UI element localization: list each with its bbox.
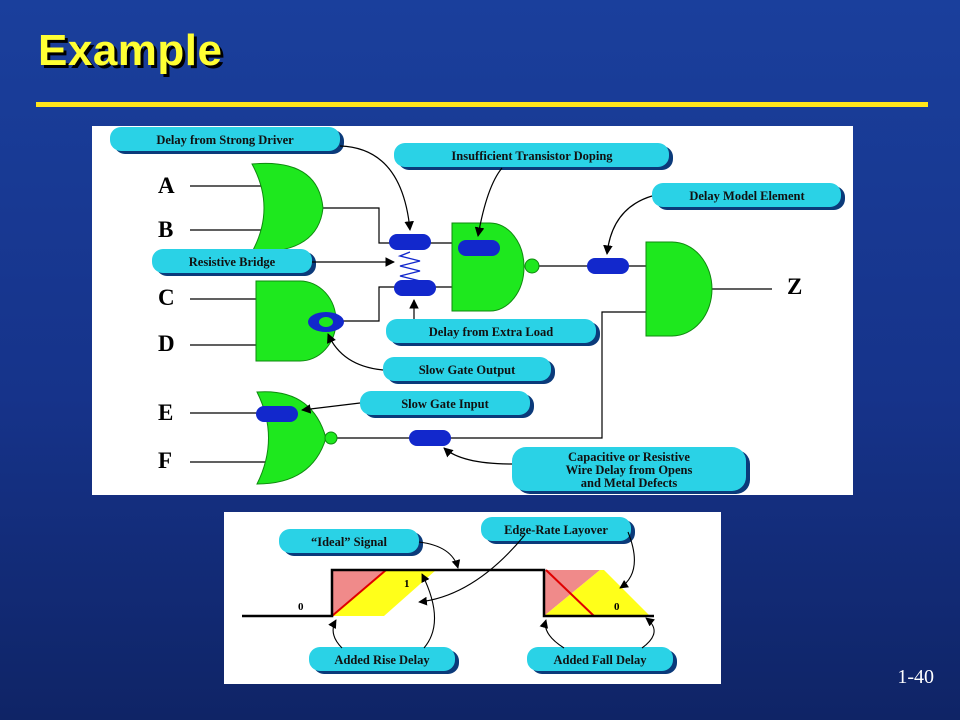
callout-edge-rate: Edge-Rate Layover xyxy=(504,523,608,537)
circuit-diagram-panel: A B C D E F Z xyxy=(92,126,853,495)
input-label-d: D xyxy=(158,331,175,356)
callout-rise-delay: Added Rise Delay xyxy=(334,653,430,667)
delay-element-wire xyxy=(409,430,451,446)
nand-bubble xyxy=(524,258,540,274)
title-underline xyxy=(36,102,928,107)
callout-delay-model: Delay Model Element xyxy=(689,189,805,203)
level-high: 1 xyxy=(404,578,410,590)
fall-delayed-edge xyxy=(545,569,595,617)
page-number: 1-40 xyxy=(897,666,934,688)
rise-delayed-edge xyxy=(331,569,387,617)
level-low-left: 0 xyxy=(298,601,304,613)
logic-gates xyxy=(251,162,713,485)
circuit-diagram: A B C D E F Z xyxy=(110,127,845,494)
level-low-right: 0 xyxy=(614,601,620,613)
delay-element-strong-driver xyxy=(389,234,431,250)
callout-slow-gate-input: Slow Gate Input xyxy=(401,397,489,411)
delay-element-slow-input xyxy=(256,406,298,422)
or-gate-ab xyxy=(251,162,324,253)
callout-arrows xyxy=(301,145,653,465)
delay-element-model xyxy=(587,258,629,274)
output-label-z: Z xyxy=(787,274,802,299)
rise-layover-region xyxy=(332,570,436,616)
input-label-e: E xyxy=(158,400,173,425)
delay-elements xyxy=(256,234,629,446)
nor-gate-ef xyxy=(256,391,327,485)
slow-gate-output-node-core xyxy=(319,317,333,327)
input-label-b: B xyxy=(158,217,173,242)
callout-fall-delay: Added Fall Delay xyxy=(553,653,647,667)
nand-gate xyxy=(451,222,525,312)
waveform-arrows xyxy=(328,531,655,649)
and-gate-output xyxy=(645,241,713,337)
callout-ideal-signal: “Ideal” Signal xyxy=(311,535,388,549)
callout-slow-gate-output: Slow Gate Output xyxy=(419,363,516,377)
delay-element-doping xyxy=(458,240,500,256)
input-label-f: F xyxy=(158,448,172,473)
fall-layover-region xyxy=(544,570,650,616)
input-label-c: C xyxy=(158,285,175,310)
callout-wire-delay-line2: Wire Delay from Opens xyxy=(566,463,693,477)
circuit-callouts: Delay from Strong Driver Insufficient Tr… xyxy=(110,127,845,494)
callout-strong-driver: Delay from Strong Driver xyxy=(156,133,294,147)
waveform-diagram-panel: 0 1 0 “Ideal” Signal Edge-Rate Layover A… xyxy=(224,512,721,684)
delay-element-extra-load xyxy=(394,280,436,296)
callout-transistor-doping: Insufficient Transistor Doping xyxy=(451,149,613,163)
input-label-a: A xyxy=(158,173,175,198)
slide-title: Example xyxy=(38,26,223,75)
callout-extra-load: Delay from Extra Load xyxy=(429,325,553,339)
callout-resistive-bridge: Resistive Bridge xyxy=(189,255,276,269)
callout-wire-delay-line3: and Metal Defects xyxy=(581,476,678,490)
ideal-signal-trace xyxy=(242,568,654,618)
nor-bubble xyxy=(324,431,338,445)
waveform-diagram: 0 1 0 “Ideal” Signal Edge-Rate Layover A… xyxy=(242,517,677,674)
callout-wire-delay-line1: Capacitive or Resistive xyxy=(568,450,690,464)
